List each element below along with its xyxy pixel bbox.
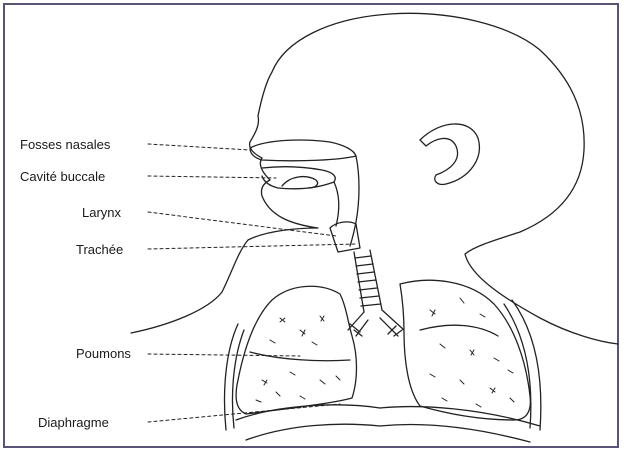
diaphragm-shape xyxy=(236,405,540,426)
diaphragm-lower xyxy=(246,424,530,442)
label-fosses-nasales: Fosses nasales xyxy=(20,137,110,152)
label-cavite-buccale: Cavité buccale xyxy=(20,169,105,184)
nasal-cavity xyxy=(250,140,356,161)
leader-lines xyxy=(148,144,356,422)
label-diaphragme: Diaphragme xyxy=(38,415,109,430)
label-larynx: Larynx xyxy=(82,205,121,220)
leader-cavite-buccale xyxy=(148,176,276,178)
oral-cavity-outline xyxy=(262,167,335,189)
label-poumons: Poumons xyxy=(76,346,131,361)
leader-fosses-nasales xyxy=(148,144,250,150)
tongue xyxy=(282,177,318,188)
pharynx-inner xyxy=(334,182,339,226)
label-trachee: Trachée xyxy=(76,242,123,257)
body-silhouette xyxy=(131,13,618,344)
lung-texture xyxy=(256,298,514,407)
leader-diaphragme xyxy=(148,404,340,422)
leader-trachee xyxy=(148,244,356,249)
ear xyxy=(420,124,479,184)
left-lung xyxy=(236,286,356,414)
leader-poumons xyxy=(148,354,300,356)
trachea xyxy=(348,250,404,336)
leader-larynx xyxy=(148,212,336,236)
rib-cage-right xyxy=(504,300,541,430)
right-lung-fissure xyxy=(420,325,498,336)
